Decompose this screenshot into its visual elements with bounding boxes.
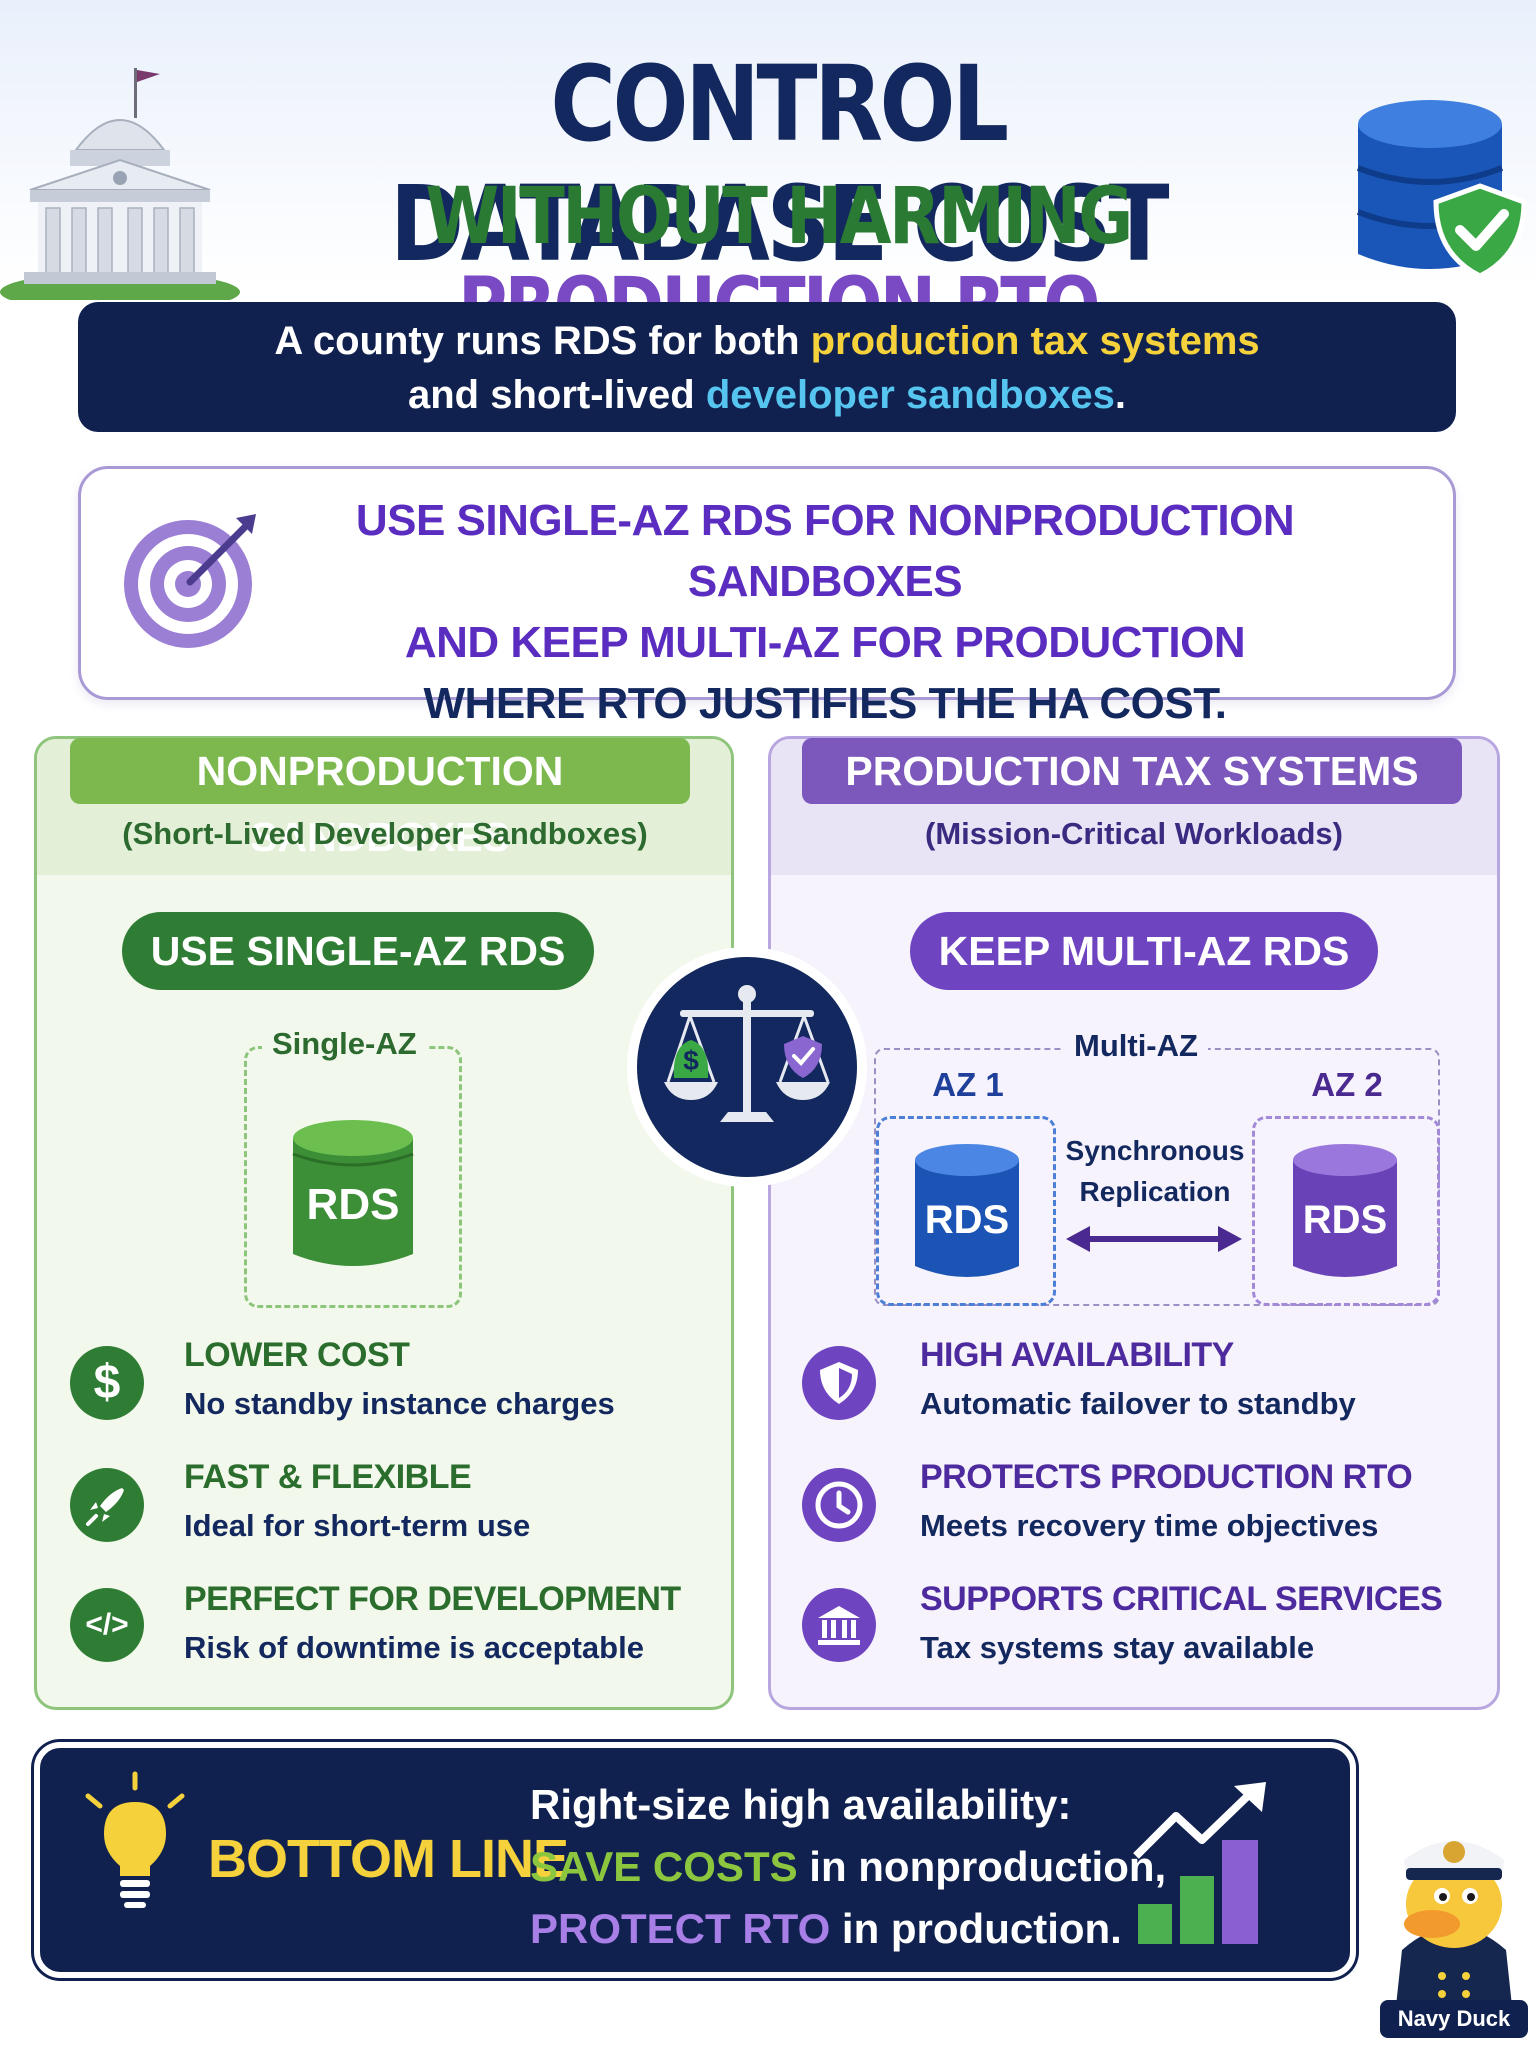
recommendation-line-2: AND KEEP MULTI-AZ FOR PRODUCTION	[404, 618, 1246, 667]
replication-arrow	[1066, 1226, 1242, 1252]
feature-desc: Automatic failover to standby	[920, 1386, 1356, 1421]
page-title: CONTROL DATABASE COST	[389, 43, 1170, 285]
rds-label-az2: RDS	[1302, 1198, 1388, 1242]
az1-frame	[876, 1116, 1056, 1306]
svg-text:$: $	[683, 1045, 699, 1076]
feature-icon-bg	[70, 1588, 144, 1662]
shield-icon	[820, 1362, 858, 1404]
feature-desc: Meets recovery time objectives	[920, 1508, 1379, 1543]
intro-line-1: A county runs RDS for both production ta…	[274, 319, 1260, 363]
rds-database-green	[292, 1120, 414, 1266]
feature-title: FAST & FLEXIBLE	[184, 1458, 472, 1496]
protect-rto-highlight: PROTECT RTO	[530, 1905, 831, 1952]
nonproduction-subheading: (Short-Lived Developer Sandboxes)	[122, 816, 648, 851]
az1-label: AZ 1	[932, 1066, 1004, 1103]
recommendation-line-1: USE SINGLE-AZ RDS FOR NONPRODUCTION SAND…	[355, 496, 1295, 606]
subtitle-green: WITHOUT HARMING	[425, 172, 1133, 262]
growth-chart-icon	[1133, 1782, 1266, 1944]
az2-label: AZ 2	[1311, 1066, 1383, 1103]
navy-duck-mascot	[1396, 1841, 1512, 2006]
production-heading: PRODUCTION TAX SYSTEMS	[802, 738, 1462, 804]
courthouse-icon	[0, 68, 240, 300]
feature-desc: Ideal for short-term use	[184, 1508, 531, 1543]
balance-scale-icon: $	[627, 947, 867, 1187]
intro-highlight-sandboxes: developer sandboxes	[705, 373, 1115, 417]
rocket-icon	[86, 1488, 124, 1526]
replication-label: Synchronous Replication	[1065, 1135, 1245, 1207]
recommendation-text: USE SINGLE-AZ RDS FOR NONPRODUCTION SAND…	[270, 490, 1380, 734]
mascot-label: Navy Duck	[1380, 2000, 1528, 2038]
feature-title: PROTECTS PRODUCTION RTO	[920, 1458, 1413, 1496]
lightbulb-icon	[85, 1771, 185, 1908]
rds-label-left: RDS	[306, 1180, 400, 1229]
rds-database-blue	[915, 1144, 1019, 1277]
intro-highlight-production: production tax systems	[810, 319, 1260, 363]
recommendation-box	[78, 466, 1456, 700]
database-shield-icon	[1356, 100, 1527, 279]
multi-az-pill: KEEP MULTI-AZ RDS	[910, 912, 1378, 990]
single-az-label: Single-AZ	[262, 1026, 427, 1061]
clock-icon	[815, 1481, 863, 1529]
bank-icon	[818, 1606, 860, 1645]
dollar-icon: $	[93, 1356, 121, 1409]
intro-banner: A county runs RDS for both production ta…	[78, 302, 1456, 432]
intro-line-2: and short-lived developer sandboxes.	[408, 373, 1126, 417]
multi-az-label: Multi-AZ	[1064, 1028, 1208, 1063]
feature-desc: No standby instance charges	[184, 1386, 615, 1421]
production-subheading: (Mission-Critical Workloads)	[925, 816, 1343, 851]
feature-icon-bg	[70, 1346, 144, 1420]
recommendation-line-3: WHERE RTO JUSTIFIES THE HA COST.	[423, 679, 1227, 728]
bottom-line-label: BOTTOM LINE	[208, 1829, 569, 1889]
feature-desc: Risk of downtime is acceptable	[184, 1630, 644, 1665]
rds-database-purple	[1293, 1144, 1397, 1277]
rds-label-az1: RDS	[924, 1198, 1010, 1242]
feature-title: SUPPORTS CRITICAL SERVICES	[920, 1580, 1443, 1618]
save-costs-highlight: SAVE COSTS	[530, 1843, 798, 1890]
feature-title: PERFECT FOR DEVELOPMENT	[184, 1580, 681, 1618]
bottom-line-banner	[34, 1742, 1356, 1978]
single-az-pill: USE SINGLE-AZ RDS	[122, 912, 594, 990]
bottom-line-text: Right-size high availability: SAVE COSTS…	[530, 1781, 1167, 1952]
feature-icon-bg	[802, 1588, 876, 1662]
feature-title: HIGH AVAILABILITY	[920, 1336, 1234, 1374]
code-icon: </>	[85, 1608, 129, 1641]
feature-title: LOWER COST	[184, 1336, 410, 1374]
target-icon	[124, 514, 256, 648]
az2-frame	[1252, 1116, 1440, 1306]
nonproduction-heading: NONPRODUCTION SANDBOXES	[70, 738, 690, 860]
feature-desc: Tax systems stay available	[920, 1630, 1315, 1665]
